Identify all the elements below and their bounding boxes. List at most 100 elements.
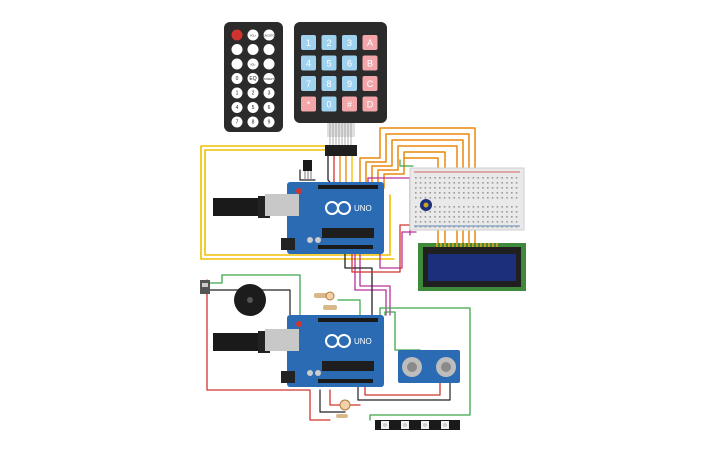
- header-analog-bottom: [318, 379, 373, 383]
- keypad-key[interactable]: [301, 96, 316, 112]
- keypad-key[interactable]: [301, 76, 316, 91]
- keypad-key-label: #: [347, 100, 352, 110]
- remote-button[interactable]: [231, 29, 243, 41]
- wire-orange-2: [365, 133, 470, 246]
- power-jack-top: [281, 238, 295, 250]
- remote-button[interactable]: [231, 44, 243, 55]
- remote-button-label: 1: [236, 91, 239, 97]
- neopixel-strip[interactable]: [375, 420, 460, 430]
- remote-button[interactable]: [247, 116, 259, 128]
- keypad-key-label: B: [367, 59, 373, 69]
- keypad-key-label: 8: [326, 79, 331, 89]
- remote-button-label: 9: [268, 120, 271, 126]
- remote-button-label: 5: [252, 105, 255, 111]
- breadboard[interactable]: [409, 167, 525, 231]
- keypad-key-label: 3: [347, 38, 352, 48]
- remote-button[interactable]: [247, 102, 259, 113]
- wire-yellow-loop: [204, 149, 391, 256]
- reset-button-top[interactable]: [296, 188, 302, 194]
- keypad-key[interactable]: [342, 55, 357, 71]
- remote-button-label: EQ: [249, 76, 256, 82]
- remote-button[interactable]: [247, 58, 259, 70]
- remote-button[interactable]: [263, 44, 275, 55]
- keypad-key[interactable]: [301, 35, 316, 50]
- header-analog-top: [318, 245, 373, 249]
- remote-button[interactable]: [263, 58, 275, 70]
- arduino-logo-icon-2: [337, 334, 351, 348]
- wire-orange-3: [371, 139, 464, 246]
- remote-button[interactable]: [263, 29, 275, 41]
- usb-port-bottom: [265, 329, 299, 351]
- keypad-key-label: 9: [347, 79, 352, 89]
- board-model-top: UNO: [354, 204, 372, 213]
- remote-button[interactable]: [247, 44, 259, 55]
- remote-button-label: 0: [236, 76, 239, 82]
- remote-button[interactable]: [247, 29, 259, 41]
- remote-button[interactable]: [231, 58, 243, 70]
- remote-button-label: 6: [268, 105, 271, 111]
- remote-button[interactable]: [231, 116, 243, 128]
- neopixel-strip-body: [375, 420, 460, 430]
- keypad-key-label: C: [367, 79, 374, 89]
- keypad-key[interactable]: [362, 76, 378, 91]
- wire-magenta-2: [379, 231, 417, 269]
- wire-orange-1: [359, 127, 476, 246]
- board-model-bottom: UNO: [354, 337, 372, 346]
- wire-red-1: [351, 224, 413, 273]
- keypad-key-label: 0: [326, 100, 331, 110]
- keypad-key-label: 1: [306, 38, 311, 48]
- wire-black-2: [299, 169, 316, 181]
- keypad-key[interactable]: [321, 35, 337, 50]
- remote-button[interactable]: [247, 87, 259, 99]
- remote-button[interactable]: [263, 102, 275, 113]
- arduino-uno-top[interactable]: UNO: [213, 182, 384, 254]
- keypad-key-label: 5: [326, 59, 331, 69]
- remote-button-label: 8: [252, 120, 255, 126]
- remote-button[interactable]: [263, 87, 275, 99]
- remote-button-label: 4: [236, 105, 239, 111]
- ir-receiver[interactable]: [303, 160, 312, 180]
- keypad-key-label: 6: [347, 59, 352, 69]
- arduino-uno-bottom[interactable]: UNO: [213, 315, 384, 387]
- lcd-screen: [428, 254, 516, 281]
- remote-button[interactable]: [231, 87, 243, 99]
- keypad-key[interactable]: [342, 96, 357, 112]
- remote-button[interactable]: [263, 73, 275, 84]
- wire-red-2: [206, 279, 331, 421]
- remote-button[interactable]: [247, 73, 259, 84]
- keypad-key[interactable]: [342, 35, 357, 50]
- remote-button[interactable]: [231, 102, 243, 113]
- keypad-key-label: 4: [306, 59, 311, 69]
- piezo-buzzer[interactable]: [234, 284, 266, 316]
- remote-button[interactable]: [231, 73, 243, 84]
- wire-magenta-3: [354, 249, 387, 316]
- photoresistor-bottom[interactable]: [336, 399, 351, 418]
- keypad-key-label: D: [367, 100, 374, 110]
- keypad-key[interactable]: [362, 55, 378, 71]
- lcd-16x2[interactable]: [418, 243, 526, 291]
- keypad-key[interactable]: [321, 76, 337, 91]
- reset-button-bottom[interactable]: [296, 321, 302, 327]
- usb-port-top: [265, 194, 299, 216]
- keypad-key-label: 7: [306, 79, 311, 89]
- header-digital-bottom: [318, 318, 378, 322]
- usb-cable-bottom: [213, 333, 263, 351]
- ultrasonic-sensor[interactable]: [398, 350, 460, 383]
- keypad-key-label: A: [367, 38, 373, 48]
- keypad-key[interactable]: [321, 55, 337, 71]
- keypad-key[interactable]: [362, 35, 378, 50]
- neopixel-leds: [381, 421, 449, 429]
- keypad-key[interactable]: [342, 76, 357, 91]
- remote-button-label: FUNC/STOP: [262, 35, 276, 38]
- usb-cable-top: [213, 198, 263, 216]
- slide-switch[interactable]: [200, 280, 210, 294]
- keypad-key[interactable]: [362, 96, 378, 112]
- remote-button[interactable]: [263, 116, 275, 128]
- keypad-key[interactable]: [301, 55, 316, 71]
- keypad-key[interactable]: [321, 96, 337, 112]
- board-bottom: [287, 315, 384, 387]
